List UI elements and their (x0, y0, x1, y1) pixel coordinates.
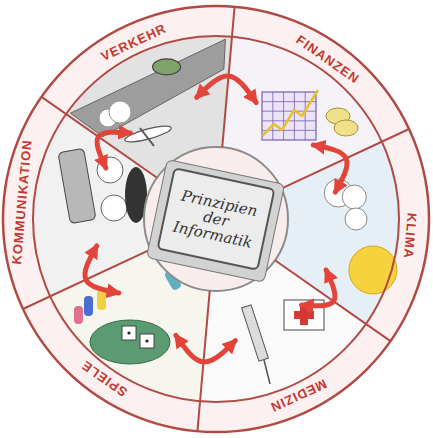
grid-line (283, 92, 284, 140)
grid-line (262, 101, 316, 102)
inner-circle (144, 147, 288, 291)
car-sketch (153, 59, 181, 75)
center-title: Prinzipien der Informatik (166, 186, 266, 252)
cloud-sketch (342, 185, 366, 209)
syringe-body (242, 305, 269, 361)
double-arrow (176, 335, 235, 362)
sector-divider (42, 97, 158, 178)
double-arrow (313, 145, 347, 192)
sector-divider (275, 260, 391, 341)
outer-border (3, 6, 429, 432)
dice-dot (145, 339, 148, 342)
center-box: Prinzipien der Informatik (156, 167, 275, 271)
sector-label: VERKEHR (98, 21, 168, 64)
double-arrow (97, 132, 130, 168)
red-cross (294, 311, 314, 319)
sector-label: SPIELE (78, 358, 129, 400)
game-table (90, 320, 170, 364)
sector-label: KOMMUNIKATION (9, 139, 35, 265)
segment-area: FINANZEN (256, 67, 334, 145)
game-figure (97, 290, 106, 310)
phone-sketch (58, 148, 96, 223)
plane-body (124, 123, 173, 145)
grid-line (262, 111, 316, 112)
grid-line (262, 130, 316, 131)
ring-border (33, 36, 399, 402)
speech-bubble (101, 195, 127, 221)
double-arrow (85, 246, 119, 293)
cloud-sketch (345, 208, 367, 230)
sector-divider (23, 249, 151, 309)
segment-area: KLIMA (314, 192, 392, 270)
coin-sketch (334, 120, 358, 136)
sector-label: KLIMA (401, 212, 420, 259)
game-figure (74, 306, 83, 324)
sun-sketch (349, 246, 397, 294)
game-figure (84, 296, 93, 316)
plane-wing (140, 128, 154, 146)
sector-divider (222, 7, 234, 147)
syringe-needle (264, 360, 270, 384)
grid-line (272, 92, 273, 140)
grid-line (294, 92, 295, 140)
price-line (262, 90, 318, 136)
grid-line (305, 92, 306, 140)
first-aid-box (284, 300, 324, 330)
dice-dot (127, 331, 130, 334)
road-band (70, 39, 225, 136)
speech-bubble (97, 157, 123, 183)
segment-area: SPIELE (98, 293, 176, 371)
sector-label: FINANZEN (293, 32, 362, 87)
dice-sketch (122, 326, 136, 340)
outer-ring (3, 6, 429, 432)
cloud-sketch (109, 101, 131, 123)
segment-area: MEDIZIN (235, 305, 313, 383)
segment-area: KOMMUNIKATION (40, 168, 118, 246)
laptop-base (146, 160, 284, 283)
sector-label: MEDIZIN (268, 376, 329, 415)
segment-area: VERKEHR (119, 55, 197, 133)
double-arrow (302, 270, 335, 306)
sector-divider (281, 129, 409, 189)
sector-divider (197, 291, 209, 431)
dice-sketch (140, 334, 154, 348)
double-arrow (197, 76, 256, 103)
